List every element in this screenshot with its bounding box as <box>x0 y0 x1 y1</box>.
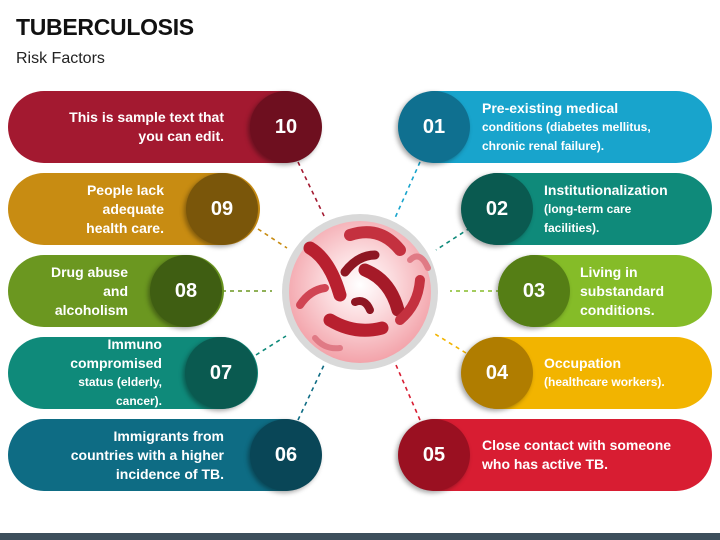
risk-factor-text: health care. <box>86 219 164 236</box>
bacteria-icon <box>282 214 438 370</box>
connector-10 <box>297 161 326 219</box>
connector-07 <box>255 335 287 356</box>
number-badge-06: 06 <box>250 419 322 491</box>
risk-factor-text: Living in <box>580 263 638 280</box>
risk-factor-text: Immuno compromised <box>70 336 162 371</box>
connector-01 <box>394 161 421 219</box>
risk-factor-text: chronic renal failure). <box>482 138 605 153</box>
connector-06 <box>297 364 325 421</box>
bacillus-shape <box>407 253 431 271</box>
number-badge-01: 01 <box>398 91 470 163</box>
connector-04 <box>434 333 467 354</box>
risk-factor-text: alcoholism <box>54 301 128 318</box>
bacillus-shape <box>323 313 389 337</box>
footer-bar <box>0 533 720 540</box>
risk-factor-text: incidence of TB. <box>115 465 224 482</box>
risk-factor-text: facilities). <box>544 220 600 235</box>
bacillus-shape <box>296 284 329 309</box>
number-badge-05: 05 <box>398 419 470 491</box>
page-title: TUBERCULOSIS <box>16 14 194 40</box>
risk-factor-text: Close contact with someone <box>482 437 672 453</box>
risk-factor-text: People lack adequate <box>86 181 164 217</box>
number-badge-07: 07 <box>185 337 257 409</box>
bacillus-shape <box>340 250 380 277</box>
page-subtitle: Risk Factors <box>16 50 105 67</box>
number-badge-09: 09 <box>186 173 258 245</box>
risk-factor-text: Immigrants from <box>113 427 224 444</box>
number-badge-10: 10 <box>250 91 322 163</box>
risk-factor-text: substandard <box>580 282 665 299</box>
risk-factor-text: Institutionalization <box>544 181 668 198</box>
bacillus-shape <box>395 275 425 325</box>
risk-factor-text: (healthcare workers). <box>544 375 665 389</box>
number-badge-03: 03 <box>498 255 570 327</box>
number-badge-02: 02 <box>461 173 533 245</box>
risk-factor-text: Drug abuse and <box>50 263 128 299</box>
bacillus-shape <box>303 241 347 302</box>
risk-factor-text: countries with a higher <box>70 446 224 463</box>
risk-factor-text: status (elderly, cancer). <box>78 375 162 408</box>
number-badge-04: 04 <box>461 337 533 409</box>
bacillus-shape <box>344 226 406 256</box>
risk-factor-text: Occupation <box>544 355 622 371</box>
risk-factor-text: (long-term care <box>544 201 632 216</box>
number-badge-08: 08 <box>150 255 222 327</box>
connector-05 <box>395 364 421 421</box>
risk-factor-text: you can edit. <box>138 128 224 144</box>
connector-02 <box>435 227 471 251</box>
bacillus-shape <box>312 335 343 352</box>
bacillus-shape <box>351 297 374 314</box>
risk-factor-text: conditions. <box>580 301 655 318</box>
risk-factor-text: who has active TB. <box>482 456 609 472</box>
risk-factor-text: conditions (diabetes mellitus, <box>482 119 651 134</box>
risk-factor-text: Pre-existing medical <box>482 99 619 116</box>
bacillus-shape <box>358 263 405 317</box>
risk-factor-text: This is sample text that <box>69 109 224 125</box>
connector-09 <box>257 228 288 249</box>
